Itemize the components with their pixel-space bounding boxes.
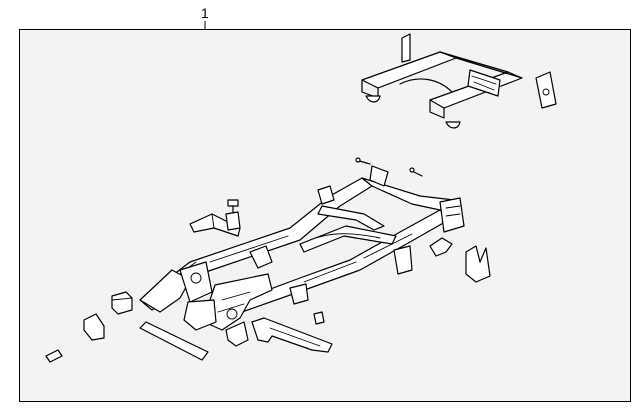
bolt-top-b (409, 167, 423, 177)
bracket-small-left (83, 313, 105, 341)
bracket-right-small (429, 237, 453, 257)
bracket-lower-mid (225, 321, 249, 347)
mount-block (111, 291, 133, 315)
nut-small (313, 311, 325, 325)
bracket-right-hanger (465, 245, 491, 283)
clip-small (45, 349, 63, 363)
rear-crossmember-assembly (361, 33, 557, 129)
bolt-top-a (355, 157, 371, 165)
skid-plate (251, 317, 333, 353)
bolt-left (225, 199, 241, 231)
bracket-left-upper (189, 213, 241, 237)
callout-label-1: 1 (201, 5, 209, 21)
main-frame (139, 165, 465, 331)
tube-long (139, 321, 209, 361)
